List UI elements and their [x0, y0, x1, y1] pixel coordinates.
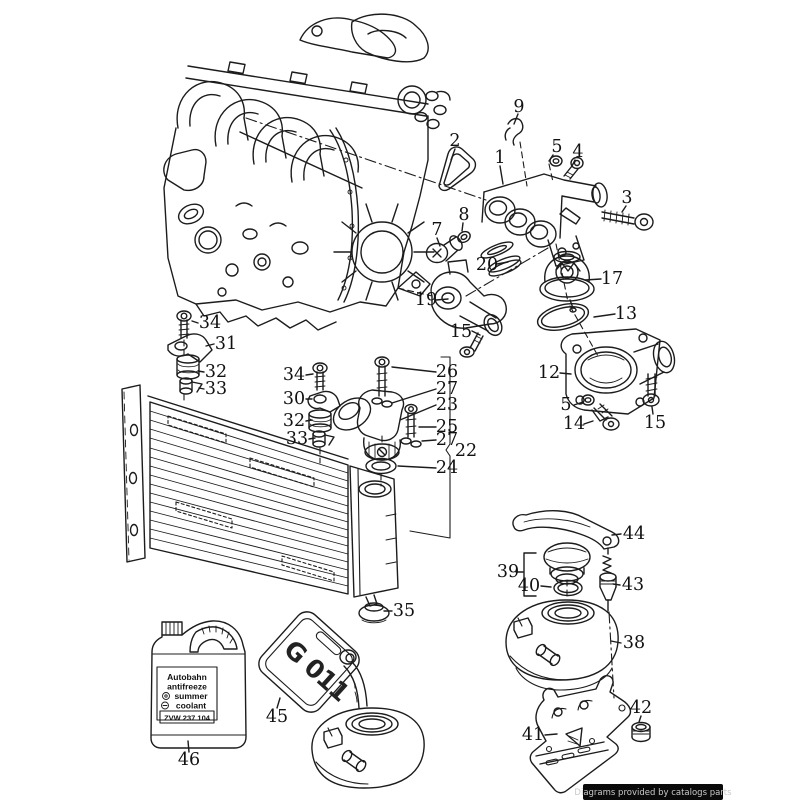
bolt-14-drawing [593, 403, 620, 431]
engine-drawing [163, 13, 451, 331]
coolant-pipe-1-drawing [481, 173, 608, 267]
callout-4: 4 [572, 142, 583, 162]
strap-44-drawing [512, 510, 620, 550]
watermark-text: Diagrams provided by catalogs parts [574, 788, 732, 798]
bolt-15b-drawing [642, 373, 660, 407]
callout-20: 20 [476, 255, 498, 275]
callout-40: 40 [518, 576, 540, 596]
callout-31: 31 [215, 334, 237, 354]
callout-5b: 5 [560, 395, 571, 415]
callout-27b: 27 [436, 430, 458, 450]
mount-group-left-drawing [167, 310, 213, 395]
callout-32a: 32 [205, 362, 227, 382]
leader-lines [187, 113, 654, 753]
screw-4-drawing [563, 156, 584, 180]
bolt-25-drawing [404, 403, 418, 438]
bolt-3-drawing [601, 209, 654, 231]
nut-42-drawing [631, 721, 651, 743]
washer-5a-drawing [549, 155, 563, 167]
callout-34a: 34 [199, 313, 221, 333]
washers-27b-drawing [400, 437, 422, 448]
callout-27a: 27 [436, 379, 458, 399]
bottle-part-number: ZVW 237 104 [164, 714, 211, 723]
callout-43: 43 [622, 575, 644, 595]
seal-8-drawing [457, 230, 471, 244]
callout-26: 26 [436, 362, 458, 382]
callout-7: 7 [431, 220, 442, 240]
expansion-tank-38-drawing [505, 599, 619, 691]
callout-24: 24 [436, 458, 458, 478]
tank-bracket-41-drawing [529, 675, 632, 794]
oring-13-drawing [536, 303, 590, 331]
drain-plug-35-drawing [358, 602, 390, 624]
callout-8: 8 [458, 205, 469, 225]
bottle-label-line3: summer [174, 691, 208, 701]
callout-42: 42 [630, 698, 652, 718]
callout-44: 44 [623, 524, 645, 544]
callout-34b: 34 [283, 365, 305, 385]
bottle-label-line1: Autobahn [167, 672, 207, 682]
mount-group-right-drawing [307, 362, 341, 448]
gasket-24-drawing [365, 457, 397, 475]
callout-13: 13 [615, 304, 637, 324]
cap-39-drawing [543, 542, 591, 585]
callout-14: 14 [563, 414, 585, 434]
callout-1: 1 [494, 148, 505, 168]
radiator-drawing [121, 384, 400, 607]
callout-2: 2 [449, 131, 460, 151]
callout-15b: 15 [644, 413, 666, 433]
bottle-label-line2: antifreeze [167, 682, 207, 692]
callout-32b: 32 [283, 411, 305, 431]
callout-38: 38 [623, 633, 645, 653]
pump-housing-19-drawing [430, 259, 507, 337]
callout-35: 35 [393, 601, 415, 621]
callout-25: 25 [436, 417, 458, 437]
coolant-jug-45-drawing [258, 611, 368, 713]
callout-46: 46 [178, 750, 200, 770]
callout-5a: 5 [551, 137, 562, 157]
bolt-15a-drawing [459, 332, 484, 358]
antifreeze-bottle-drawing [150, 620, 247, 749]
bottle-label-line4: coolant [176, 701, 206, 711]
pour-tank-drawing [311, 707, 425, 789]
oring-40-drawing [553, 579, 583, 597]
assembly-axis-lines [183, 117, 615, 699]
callout-19: 19 [415, 290, 437, 310]
callout-labels: 1 2 3 4 5 5 7 8 9 12 13 14 15 15 17 19 2… [178, 97, 666, 770]
callout-15a: 15 [450, 322, 472, 342]
plug-7-drawing [425, 235, 463, 264]
callout-9: 9 [513, 97, 524, 117]
gasket-2-drawing [438, 146, 477, 192]
washers-27a-drawing [371, 397, 393, 408]
thermostat-17-drawing [539, 250, 595, 313]
callout-23: 23 [436, 395, 458, 415]
callout-39: 39 [497, 562, 519, 582]
callout-3: 3 [621, 188, 632, 208]
callout-41: 41 [522, 725, 544, 745]
callout-45: 45 [266, 707, 288, 727]
washer-5b-drawing [581, 394, 595, 406]
callout-30: 30 [283, 389, 305, 409]
callout-12: 12 [538, 363, 560, 383]
jug-marking-text: G 011 [278, 634, 354, 707]
watermark-badge: Diagrams provided by catalogs parts [574, 784, 732, 800]
thermostat-housing-12-drawing [560, 328, 676, 422]
callout-33a: 33 [205, 379, 227, 399]
valve-43-drawing [599, 547, 617, 612]
group-bracket-22 [409, 356, 451, 539]
callout-22: 22 [455, 441, 477, 461]
callout-17: 17 [601, 269, 623, 289]
callout-33b: 33 [286, 429, 308, 449]
